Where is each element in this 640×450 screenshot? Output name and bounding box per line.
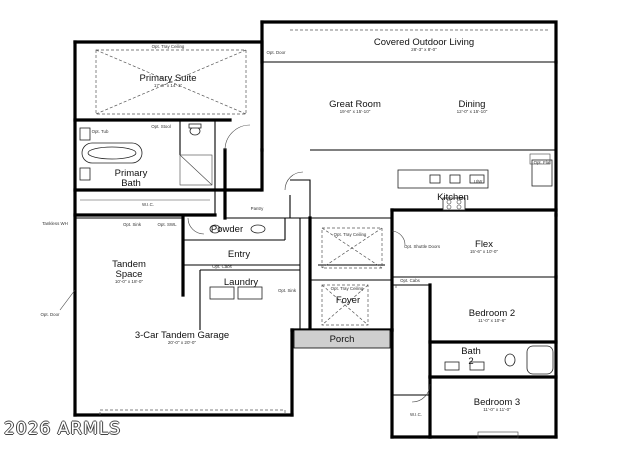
toilet-icon xyxy=(209,224,221,234)
note-opt-shuttle: Opt. Shuttle Doors xyxy=(404,244,441,249)
toilet-icon xyxy=(504,353,516,367)
room-porch-name: Porch xyxy=(330,334,355,345)
note-opt-tray-entry: Opt. Tray Ceiling xyxy=(334,232,367,237)
room-flex-dims: 15'-6" x 10'-0" xyxy=(470,249,499,254)
washer-icon xyxy=(209,286,235,300)
note-opt-tray-primary: Opt. Tray Ceiling xyxy=(152,44,185,49)
exterior-walls xyxy=(73,20,558,439)
room-bedroom-2-dims: 11'-0" x 10'-6" xyxy=(478,318,506,323)
watermark-text: 2026 ARMLS xyxy=(4,419,122,439)
room-covered-outdoor-name: Covered Outdoor Living xyxy=(374,37,474,48)
room-primary-suite-dims: 17'-0" x 14'-1" xyxy=(154,83,183,88)
fixtures xyxy=(59,123,554,439)
note-opt-swl: Opt. SWL xyxy=(157,222,177,227)
room-bedroom-3-dims: 11'-0" x 11'-0" xyxy=(483,407,511,412)
room-primary-suite-name: Primary Suite xyxy=(139,73,196,84)
sink-icon xyxy=(429,174,441,184)
room-bedroom-2-name: Bedroom 2 xyxy=(469,308,515,319)
tub-icon xyxy=(526,345,554,375)
sink-icon xyxy=(469,361,485,371)
note-opt-door-top: Opt. Door xyxy=(266,50,286,55)
note-pantry: Pantry xyxy=(251,206,264,211)
note-opt-door-garage: Opt. Door xyxy=(40,312,60,317)
note-opt-tray-foyer: Opt. Tray Ceiling xyxy=(331,286,364,291)
interior-walls xyxy=(73,61,558,396)
fridge-icon xyxy=(531,159,553,187)
room-dining-name: Dining xyxy=(459,99,486,110)
sink-icon xyxy=(444,361,460,371)
room-foyer-name: Foyer xyxy=(336,295,360,306)
note-opt-cabs-entry: Opt. Cabs xyxy=(212,264,233,269)
room-dining-dims: 12'-0" x 15'-10" xyxy=(457,109,488,114)
room-kitchen-name: Kitchen xyxy=(437,192,469,203)
room-great-room-dims: 19'-6" x 15'-10" xyxy=(340,109,371,114)
room-primary-bath-name-1: Primary xyxy=(115,168,148,179)
note-opt-flat: Opt. Flat xyxy=(534,160,552,165)
room-entry-name: Entry xyxy=(228,249,250,260)
room-tandem-name-2: Space xyxy=(116,269,143,280)
plan-notes: Opt. Door Opt. Tray Ceiling Opt. Stool O… xyxy=(40,44,551,417)
note-wic-primary: W.I.C. xyxy=(142,202,154,207)
room-garage-dims: 20'-0" x 20'-0" xyxy=(168,340,197,345)
room-bedroom-3-name: Bedroom 3 xyxy=(474,397,520,408)
room-tandem-name-1: Tandem xyxy=(112,259,146,270)
sink-icon xyxy=(250,224,266,234)
sink-icon xyxy=(79,167,91,181)
note-opt-tub: Opt. Tub xyxy=(92,129,109,134)
note-uw: U/W xyxy=(474,179,483,184)
option-lines xyxy=(95,29,548,415)
room-great-room-name: Great Room xyxy=(329,99,381,110)
range-icon xyxy=(442,197,466,211)
note-opt-cabs-hall: Opt. Cabs xyxy=(400,278,421,283)
note-wic-bed3: W.I.C. xyxy=(410,412,422,417)
room-covered-outdoor-dims: 28'-3" x 8'-0" xyxy=(411,47,437,52)
note-opt-stool: Opt. Stool xyxy=(151,124,171,129)
room-bath-2-name-1: Bath xyxy=(461,346,481,357)
sink-icon xyxy=(79,127,91,141)
note-opt-sink-laundry: Opt. Sink xyxy=(278,288,297,293)
room-powder-name: Powder xyxy=(211,224,243,235)
dryer-icon xyxy=(237,286,263,300)
room-laundry-name: Laundry xyxy=(224,277,259,288)
room-flex-name: Flex xyxy=(475,239,493,250)
room-tandem-dims: 10'-0" x 18'-0" xyxy=(115,279,144,284)
note-tankless: Tankless WH xyxy=(42,221,68,226)
kitchen-island xyxy=(397,169,489,189)
room-primary-bath-name-2: Bath xyxy=(121,178,141,189)
room-garage-name: 3-Car Tandem Garage xyxy=(135,330,229,341)
porch-slab xyxy=(293,329,391,349)
room-bath-2-name-2: 2 xyxy=(468,356,473,367)
note-opt-sink: Opt. Sink xyxy=(123,222,142,227)
room-labels: Covered Outdoor Living 28'-3" x 8'-0" Pr… xyxy=(112,37,520,412)
